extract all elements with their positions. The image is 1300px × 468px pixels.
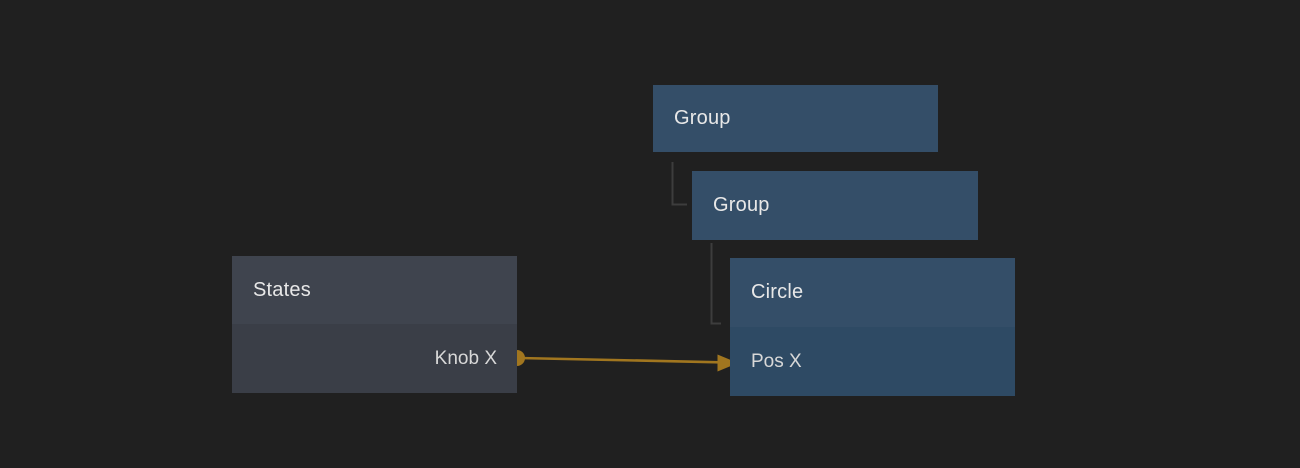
node-group-2[interactable]: Group — [692, 171, 978, 240]
hierarchy-elbow-group1-to-group2 — [671, 162, 687, 206]
node-title: States — [253, 278, 311, 301]
property-row-pos-x[interactable]: Pos X — [730, 327, 1015, 396]
hierarchy-elbow-group2-to-circle — [710, 243, 721, 325]
node-group-1[interactable]: Group — [653, 85, 938, 152]
connection-wire[interactable] — [518, 356, 721, 364]
property-label: Knob X — [434, 347, 497, 369]
property-label: Pos X — [751, 350, 802, 372]
node-circle[interactable]: Circle Pos X — [730, 258, 1015, 396]
node-title: Group — [674, 107, 731, 129]
node-circle-header[interactable]: Circle — [730, 258, 1015, 327]
node-states[interactable]: States Knob X — [232, 256, 517, 393]
node-title: Circle — [751, 281, 804, 303]
connection-knobx-to-posx[interactable] — [509, 350, 738, 372]
node-states-header[interactable]: States — [232, 256, 517, 324]
property-row-knob-x[interactable]: Knob X — [232, 324, 517, 393]
node-title: Group — [713, 194, 770, 216]
